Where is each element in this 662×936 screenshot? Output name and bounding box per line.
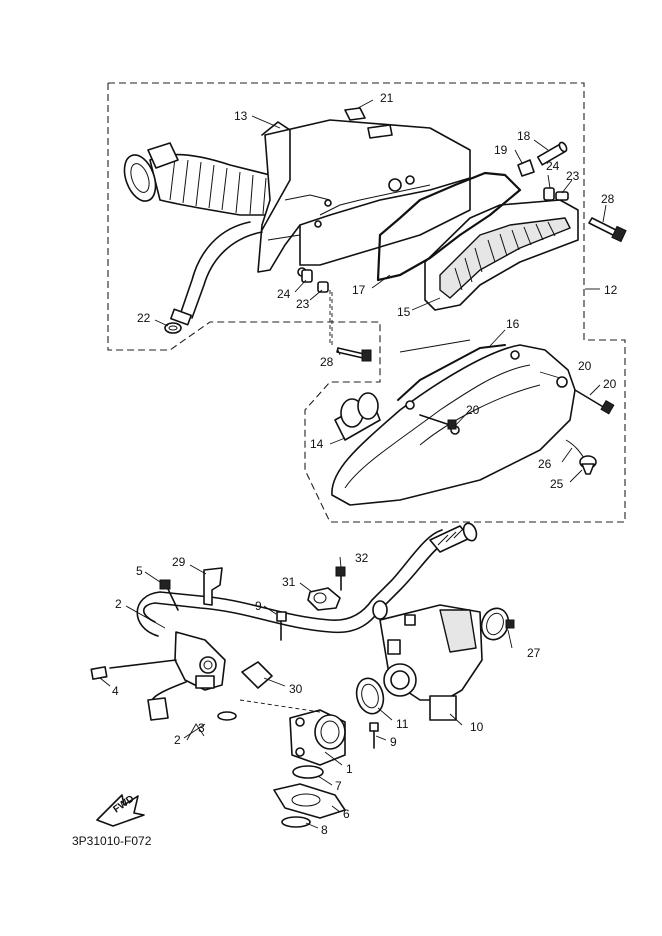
cap-25 (579, 455, 597, 475)
bolt-32 (335, 566, 346, 591)
callout-3: 3 (198, 721, 205, 735)
leader-lines (99, 99, 607, 829)
callout-29: 29 (172, 555, 186, 569)
bracket-29 (203, 567, 223, 606)
throttle-body (379, 604, 483, 721)
callout-28a: 28 (601, 192, 615, 206)
callout-27: 27 (527, 646, 541, 660)
callout-13: 13 (234, 109, 248, 123)
callout-2b: 2 (174, 733, 181, 747)
rod-18 (536, 141, 568, 166)
callout-labels: 21 13 18 19 24 23 28 12 17 15 24 23 22 1… (112, 91, 618, 837)
callout-4: 4 (112, 684, 119, 698)
callout-28b: 28 (320, 355, 334, 369)
o-ring-3 (217, 711, 237, 721)
callout-11: 11 (396, 717, 409, 731)
diagram-code: 3P31010-F072 (72, 834, 152, 848)
callout-20a: 20 (578, 359, 592, 373)
seal-16 (399, 339, 471, 353)
bracket-31 (307, 587, 341, 611)
collar-24-right (543, 187, 569, 201)
callout-15: 15 (397, 305, 411, 319)
alignment-line (239, 699, 321, 713)
callout-24a: 24 (546, 159, 560, 173)
bracket-21 (344, 107, 393, 139)
callout-6: 6 (343, 807, 350, 821)
callout-24b: 24 (277, 287, 291, 301)
callout-8: 8 (321, 823, 328, 837)
fwd-arrow-icon: FWD (96, 793, 145, 827)
assembly-boundary-12 (107, 82, 626, 523)
bolt-5 (159, 579, 179, 611)
callout-31: 31 (282, 575, 296, 589)
clamp-22 (164, 322, 182, 334)
callout-20c: 20 (466, 403, 480, 417)
hose-2 (136, 522, 478, 637)
bolt-9-lower (369, 722, 379, 749)
o-ring-8 (281, 816, 311, 828)
intake-joint (289, 709, 346, 766)
screw-20-b (574, 389, 615, 415)
gasket-6 (273, 783, 346, 819)
air-filter-case (123, 119, 471, 326)
callout-19: 19 (494, 143, 508, 157)
callout-2a: 2 (115, 597, 122, 611)
callout-bracket-2-3 (186, 723, 205, 741)
callout-18: 18 (517, 129, 531, 143)
callout-17: 17 (352, 283, 366, 297)
callout-10: 10 (470, 720, 484, 734)
clamp-11 (355, 677, 385, 715)
callout-22: 22 (137, 311, 151, 325)
callout-9b: 9 (390, 735, 397, 749)
callout-21: 21 (380, 91, 394, 105)
clamp-27 (480, 607, 515, 641)
callout-1: 1 (346, 762, 353, 776)
callout-14: 14 (310, 437, 324, 451)
bolt-28-lower (336, 347, 372, 362)
o-ring-7 (292, 765, 324, 779)
air-filter-element (424, 199, 579, 311)
collar-24-left (301, 269, 329, 293)
bolt-9-upper (276, 611, 287, 641)
callout-30: 30 (289, 682, 303, 696)
clip-19 (517, 159, 535, 177)
callout-9a: 9 (255, 599, 262, 613)
callout-23b: 23 (296, 297, 310, 311)
callout-12: 12 (604, 283, 618, 297)
callout-20b: 20 (603, 377, 617, 391)
callout-16: 16 (506, 317, 520, 331)
callout-26: 26 (538, 457, 552, 471)
hose-26 (565, 439, 585, 459)
bolt-28-upper (588, 217, 627, 243)
gasket-17 (376, 171, 522, 282)
callout-32: 32 (355, 551, 369, 565)
callout-5: 5 (136, 564, 143, 578)
bracket-30 (241, 661, 273, 689)
callout-23a: 23 (566, 169, 580, 183)
valve-assembly (90, 631, 226, 721)
callout-25: 25 (550, 477, 564, 491)
callout-7: 7 (335, 779, 342, 793)
